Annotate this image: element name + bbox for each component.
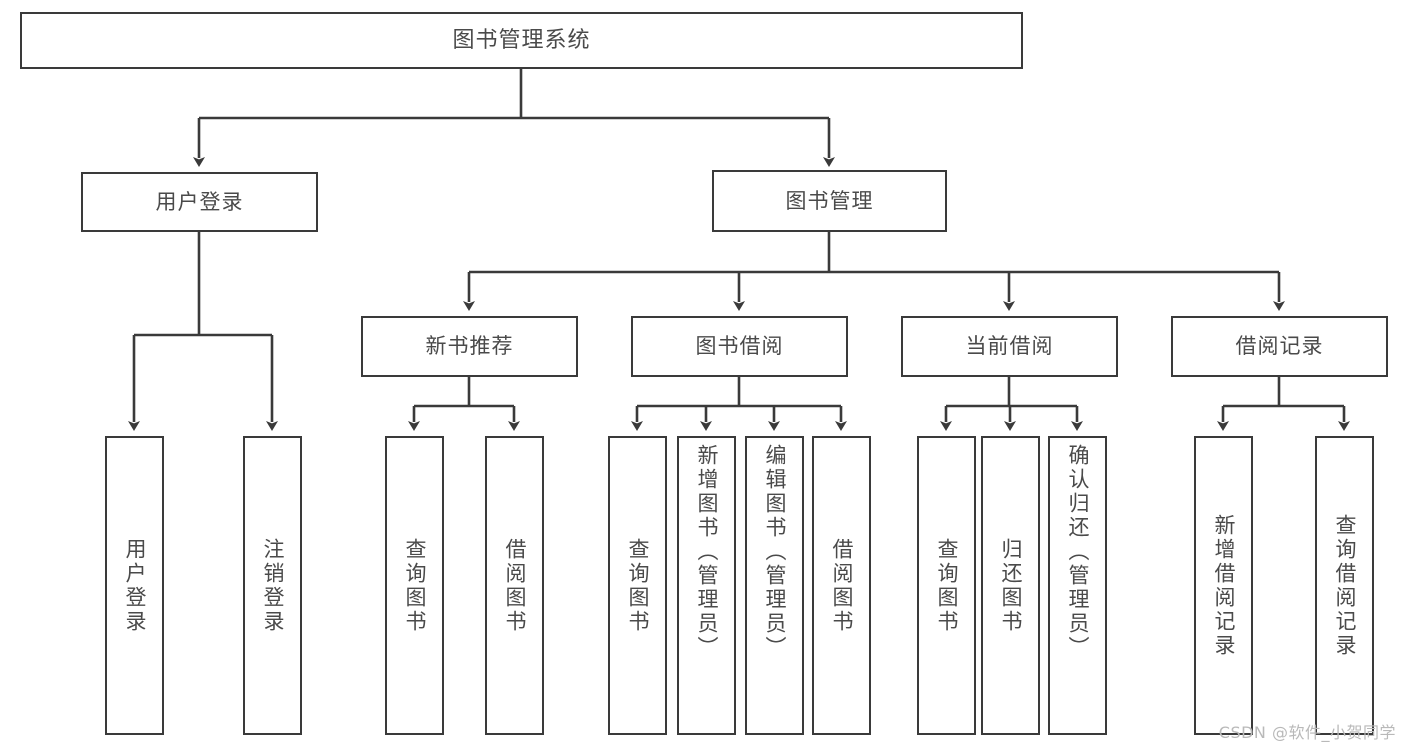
node-label: 查询图书: [626, 537, 650, 634]
node-label: 用户登录: [155, 189, 244, 214]
node-label: 新书推荐: [425, 334, 514, 359]
node-label: 图书管理系统: [452, 27, 591, 53]
node-label: 编辑图书（管理员）: [763, 444, 787, 660]
node-borrow-record[interactable]: 借阅记录: [1171, 316, 1388, 377]
leaf-borrow-edit-book-admin[interactable]: 编辑图书（管理员）: [745, 436, 804, 735]
node-label: 用户登录: [123, 537, 147, 634]
node-label: 确认归还（管理员）: [1066, 444, 1090, 660]
node-current-borrow[interactable]: 当前借阅: [901, 316, 1118, 377]
leaf-current-query-book[interactable]: 查询图书: [917, 436, 976, 735]
node-label: 查询借阅记录: [1333, 513, 1357, 658]
leaf-record-add-record[interactable]: 新增借阅记录: [1194, 436, 1253, 735]
node-label: 归还图书: [999, 537, 1023, 634]
leaf-borrow-borrow-book[interactable]: 借阅图书: [812, 436, 871, 735]
leaf-borrow-query-book[interactable]: 查询图书: [608, 436, 667, 735]
node-label: 查询图书: [935, 537, 959, 634]
leaf-newbook-borrow-book[interactable]: 借阅图书: [485, 436, 544, 735]
node-label: 借阅图书: [830, 537, 854, 634]
node-label: 查询图书: [403, 537, 427, 634]
node-label: 新增借阅记录: [1212, 513, 1236, 658]
node-label: 借阅图书: [503, 537, 527, 634]
csdn-watermark: CSDN @软件_小贺同学: [1218, 723, 1396, 742]
leaf-record-query-record[interactable]: 查询借阅记录: [1315, 436, 1374, 735]
node-label: 注销登录: [261, 537, 285, 634]
node-label: 当前借阅: [965, 334, 1054, 359]
node-book-management[interactable]: 图书管理: [712, 170, 947, 232]
leaf-borrow-add-book-admin[interactable]: 新增图书（管理员）: [677, 436, 736, 735]
node-label: 借阅记录: [1235, 334, 1324, 359]
node-label: 图书借阅: [695, 334, 784, 359]
leaf-current-confirm-return-admin[interactable]: 确认归还（管理员）: [1048, 436, 1107, 735]
leaf-newbook-query-book[interactable]: 查询图书: [385, 436, 444, 735]
leaf-logout[interactable]: 注销登录: [243, 436, 302, 735]
node-user-login[interactable]: 用户登录: [81, 172, 318, 232]
leaf-user-login[interactable]: 用户登录: [105, 436, 164, 735]
node-label: 新增图书（管理员）: [695, 444, 719, 660]
leaf-current-return-book[interactable]: 归还图书: [981, 436, 1040, 735]
node-new-book-recommend[interactable]: 新书推荐: [361, 316, 578, 377]
node-book-borrow[interactable]: 图书借阅: [631, 316, 848, 377]
node-label: 图书管理: [785, 188, 874, 213]
node-root-system[interactable]: 图书管理系统: [20, 12, 1023, 69]
